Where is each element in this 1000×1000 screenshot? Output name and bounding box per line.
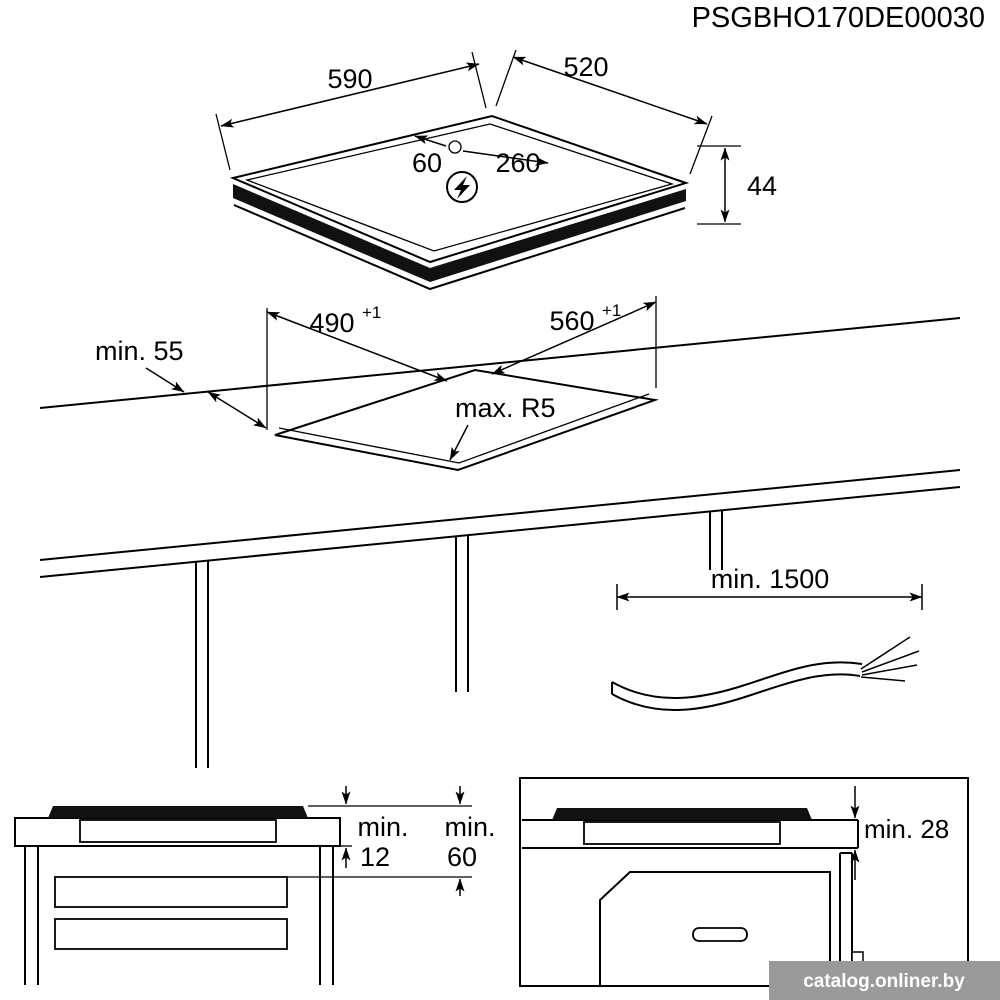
table-leg-front [195, 561, 209, 768]
dim-label-cutout-depth-tol: +1 [362, 303, 381, 322]
dim-line-depth [512, 56, 708, 125]
dim-label-cutout-width-tol: +1 [602, 301, 621, 320]
dim-label-edge-distance: min. 55 [95, 336, 184, 366]
cable-drawing: min. 1500 [611, 564, 923, 712]
hob-glass-bevel [244, 123, 675, 252]
dim-arrow-offset-260 [462, 150, 549, 166]
ext-line [689, 115, 713, 175]
dim-value-12: 12 [360, 842, 390, 872]
hob-body-section-oven [583, 821, 781, 845]
dim-line-width [220, 62, 480, 128]
dim-label-cutout-width: 560 [549, 306, 594, 336]
worktop-front-top-edge [39, 469, 961, 561]
oven-outline [599, 871, 831, 986]
dim-label-min-28: min. 28 [864, 814, 949, 844]
dim-line-cutout-width [491, 301, 657, 375]
table-leg-back [709, 511, 723, 570]
hob-lower-lip [233, 204, 686, 291]
connection-point [448, 140, 462, 154]
leader-corner-radius [449, 424, 469, 461]
drawer-lower [54, 918, 288, 950]
oven-handle [692, 927, 748, 942]
cable-lower-line [611, 673, 861, 712]
dim-label-cutout-depth: 490 [309, 308, 354, 338]
cabinet-side-right [319, 846, 334, 985]
hob-body-left-face [233, 184, 430, 282]
watermark-text: catalog.onliner.by [803, 971, 965, 992]
hob-body-right-face [430, 189, 686, 282]
dim-label-hob-depth: 520 [563, 52, 608, 82]
dim-label-corner-radius: max. R5 [455, 393, 556, 423]
dim-line-edge-distance [207, 391, 267, 429]
dim-label-min-60: min. [444, 812, 495, 842]
hob-top-view: 590 520 60 260 44 [215, 49, 777, 291]
cutout-inner-thickness [278, 393, 650, 464]
lightning-bolt-icon [454, 176, 470, 199]
leader-edge-distance [145, 367, 185, 393]
dim-arrow-offset-60 [414, 135, 447, 147]
drawer-upper [54, 876, 288, 908]
worktop-front-bottom-edge [39, 486, 961, 578]
worktop-cutout-view: 490 +1 560 +1 min. 55 max. R5 [39, 296, 961, 768]
section-view-oven: min. 28 [519, 777, 969, 987]
watermark-bar: catalog.onliner.by [769, 961, 1000, 1000]
cutout-hole [274, 368, 659, 472]
dim-label-offset-60: 60 [412, 148, 442, 178]
dim-line-cutout-depth [266, 311, 448, 382]
dim-label-cable-length: min. 1500 [711, 564, 830, 594]
hob-glass-section [48, 806, 308, 818]
watermark-background [769, 961, 1000, 1000]
dim-label-offset-260: 260 [495, 148, 540, 178]
cabinet-side-left [24, 846, 39, 985]
dim-label-hob-height: 44 [747, 171, 777, 201]
section-view-drawers: min. 12 min. 60 [14, 786, 496, 985]
ext-line [215, 113, 231, 171]
cable-upper-line [611, 661, 863, 700]
dim-label-min-12: min. [357, 812, 408, 842]
dim-label-hob-width: 590 [327, 64, 372, 94]
dim-value-60: 60 [447, 842, 477, 872]
table-leg-middle [455, 536, 469, 692]
cable-stripped-wires [860, 636, 920, 682]
hob-glass-section-oven [552, 808, 812, 820]
drawing-title: PSGBHO170DE00030 [692, 2, 985, 34]
hob-body-section [79, 819, 277, 843]
